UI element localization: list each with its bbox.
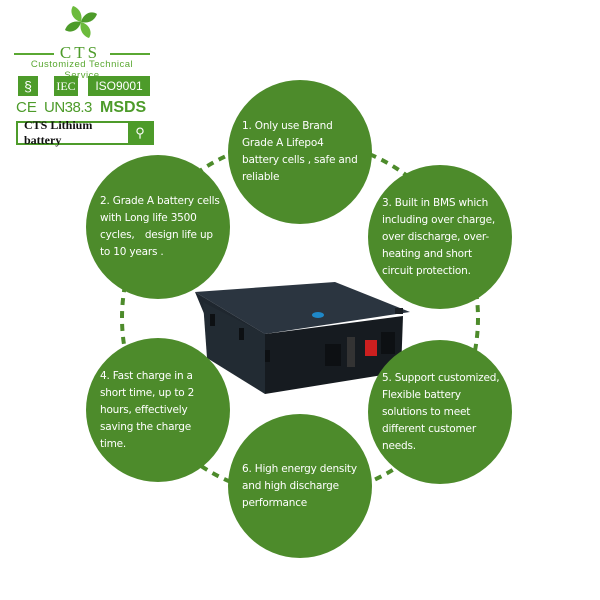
search-icon[interactable]: ⚲ xyxy=(128,123,152,143)
cert-badge-iso: ISO9001 xyxy=(88,76,150,96)
feature-text: 5. Support customized, Flexible battery … xyxy=(382,371,500,452)
feature-circle-1: 1. Only use Brand Grade A Lifepo4 batter… xyxy=(228,80,372,224)
search-input[interactable]: CTS Lithium battery xyxy=(24,118,93,147)
un383-mark: UN38.3 xyxy=(44,99,92,116)
brand-tagline: Customized Technical Service xyxy=(30,59,134,81)
feature-circle-4: 4. Fast charge in a short time, up to 2 … xyxy=(86,338,230,482)
lithium-battery-pack-image xyxy=(195,282,410,394)
divider xyxy=(14,53,54,55)
feature-text: 4. Fast charge in a short time, up to 2 … xyxy=(100,369,195,450)
feature-text: 3. Built in BMS which including over cha… xyxy=(382,196,495,277)
msds-mark: MSDS xyxy=(100,99,147,116)
feature-circle-2: 2. Grade A battery cells with Long life … xyxy=(86,155,230,299)
cert-badge-iec: IEC xyxy=(54,76,78,96)
ce-mark: CE xyxy=(16,99,37,116)
pinwheel-leaf-logo-icon xyxy=(65,6,97,38)
cert-badge-icon: § xyxy=(18,76,38,96)
feature-text: 2. Grade A battery cells with Long life … xyxy=(100,195,220,258)
search-box[interactable]: CTS Lithium battery ⚲ xyxy=(16,118,154,147)
feature-circle-5: 5. Support customized, Flexible battery … xyxy=(368,340,512,484)
feature-text: 6. High energy density and high discharg… xyxy=(242,462,357,509)
feature-circle-3: 3. Built in BMS which including over cha… xyxy=(368,165,512,309)
divider xyxy=(110,53,150,55)
feature-circle-6: 6. High energy density and high discharg… xyxy=(228,414,372,558)
brand-name: CTS xyxy=(59,43,101,62)
feature-text: 1. Only use Brand Grade A Lifepo4 batter… xyxy=(242,120,358,183)
